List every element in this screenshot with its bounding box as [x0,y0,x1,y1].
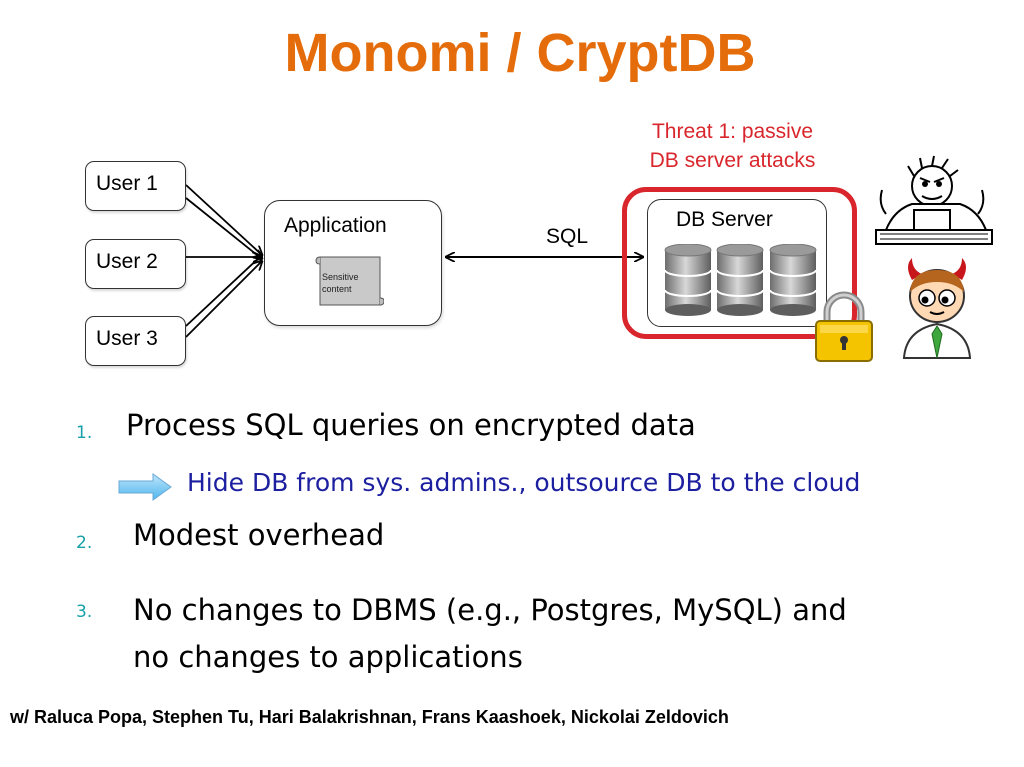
threat-label: Threat 1: passive DB server attacks [649,120,816,172]
user-arrows [185,184,262,338]
user-2-label: User 2 [96,250,158,273]
right-arrow-icon [118,473,172,501]
user-2-box: User 2 [85,239,186,289]
point-1-text: Process SQL queries on encrypted data [126,408,696,442]
slide-title: Monomi / CryptDB [284,23,756,83]
sensitive-content-label: Sensitive content [322,272,359,294]
database-cylinder-icon [664,244,817,316]
user-3-label: User 3 [96,327,158,350]
angry-admin-icon [875,155,993,245]
point-3-number: 3. [76,602,93,622]
point-1-number: 1. [76,423,93,443]
sql-label: SQL [546,225,589,248]
user-1-box: User 1 [85,161,186,211]
user-3-box: User 3 [85,316,186,366]
devil-admin-icon [902,258,972,359]
point-2-number: 2. [76,533,93,553]
sub-point-text: Hide DB from sys. admins., outsource DB … [187,468,861,497]
point-3-text: No changes to DBMS (e.g., Postgres, MySQ… [133,593,847,674]
point-2-text: Modest overhead [133,518,385,552]
footer-credits: w/ Raluca Popa, Stephen Tu, Hari Balakri… [10,707,729,727]
padlock-icon [815,291,873,362]
db-server-label: DB Server [676,208,773,231]
threat-boundary [622,187,857,339]
application-label: Application [284,214,387,237]
user-1-label: User 1 [96,172,158,195]
document-scroll-icon [314,254,385,308]
